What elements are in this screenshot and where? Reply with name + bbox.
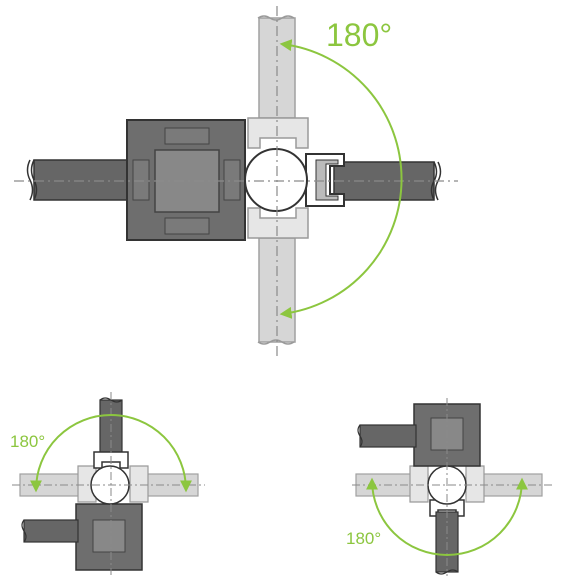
angle-label: 180° xyxy=(346,529,381,548)
light-profile-top xyxy=(247,15,309,149)
small-hinge-diagram-right: 180° xyxy=(346,398,552,576)
dark-post-square xyxy=(126,119,246,241)
rotation-arc-180 xyxy=(366,477,528,556)
hinge-pivot-circle xyxy=(244,148,308,212)
angle-label: 180° xyxy=(10,432,45,451)
light-profile-bottom xyxy=(247,207,309,345)
rotation-arc-180 xyxy=(30,414,192,493)
rotation-arc-180 xyxy=(279,39,403,319)
dark-arm-right xyxy=(305,153,442,207)
large-hinge-diagram: 180° xyxy=(14,6,458,356)
centerlines xyxy=(14,6,458,356)
small-hinge-diagram-left: 180° xyxy=(10,392,205,575)
dark-arm-left xyxy=(26,159,131,201)
angle-label: 180° xyxy=(326,17,392,53)
